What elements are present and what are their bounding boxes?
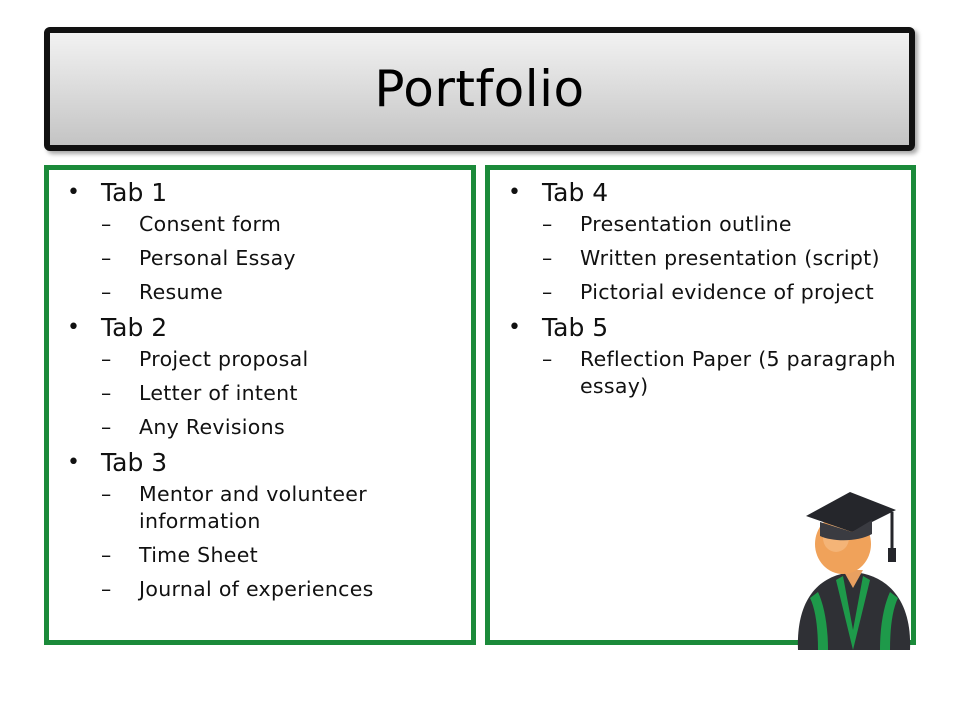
tab-label: Tab 5 xyxy=(542,313,609,342)
list-item: –Personal Essay xyxy=(101,246,296,270)
list-item: –Consent form xyxy=(101,212,282,236)
right-tab-list: • Tab 4 –Presentation outline –Written p… xyxy=(500,176,903,407)
tab-4: • Tab 4 –Presentation outline –Written p… xyxy=(500,178,903,306)
list-item: –Journal of experiences xyxy=(101,577,374,601)
tab-label: Tab 3 xyxy=(101,448,168,477)
graduate-student-icon xyxy=(797,492,911,650)
tab-1: • Tab 1 –Consent form –Personal Essay –R… xyxy=(59,178,463,306)
left-panel: • Tab 1 –Consent form –Personal Essay –R… xyxy=(44,165,476,645)
list-item: –Any Revisions xyxy=(101,415,285,439)
tab-4-items: –Presentation outline –Written presentat… xyxy=(542,211,903,306)
list-item: –Presentation outline xyxy=(542,212,792,236)
list-item: –Reflection Paper (5 paragraph essay) xyxy=(542,347,896,398)
tab-3-items: –Mentor and volunteer information –Time … xyxy=(101,481,463,603)
tab-label: Tab 4 xyxy=(542,178,609,207)
title-banner: Portfolio xyxy=(44,27,915,151)
tab-3: • Tab 3 –Mentor and volunteer informatio… xyxy=(59,448,463,603)
tab-2: • Tab 2 –Project proposal –Letter of int… xyxy=(59,313,463,441)
tab-label: Tab 1 xyxy=(101,178,168,207)
list-item: –Written presentation (script) xyxy=(542,246,880,270)
tab-5: • Tab 5 –Reflection Paper (5 paragraph e… xyxy=(500,313,903,400)
bullet-icon: • xyxy=(67,450,80,475)
left-tab-list: • Tab 1 –Consent form –Personal Essay –R… xyxy=(59,176,463,610)
bullet-icon: • xyxy=(67,180,80,205)
list-item: –Resume xyxy=(101,280,223,304)
list-item: –Mentor and volunteer information xyxy=(101,482,367,533)
tab-label: Tab 2 xyxy=(101,313,168,342)
page-title: Portfolio xyxy=(374,60,585,118)
list-item: –Project proposal xyxy=(101,347,309,371)
list-item: –Pictorial evidence of project xyxy=(542,280,874,304)
bullet-icon: • xyxy=(508,180,521,205)
bullet-icon: • xyxy=(508,315,521,340)
tab-2-items: –Project proposal –Letter of intent –Any… xyxy=(101,346,463,441)
bullet-icon: • xyxy=(67,315,80,340)
right-panel: • Tab 4 –Presentation outline –Written p… xyxy=(485,165,916,645)
tab-1-items: –Consent form –Personal Essay –Resume xyxy=(101,211,463,306)
list-item: –Time Sheet xyxy=(101,543,258,567)
list-item: –Letter of intent xyxy=(101,381,298,405)
tab-5-items: –Reflection Paper (5 paragraph essay) xyxy=(542,346,903,400)
